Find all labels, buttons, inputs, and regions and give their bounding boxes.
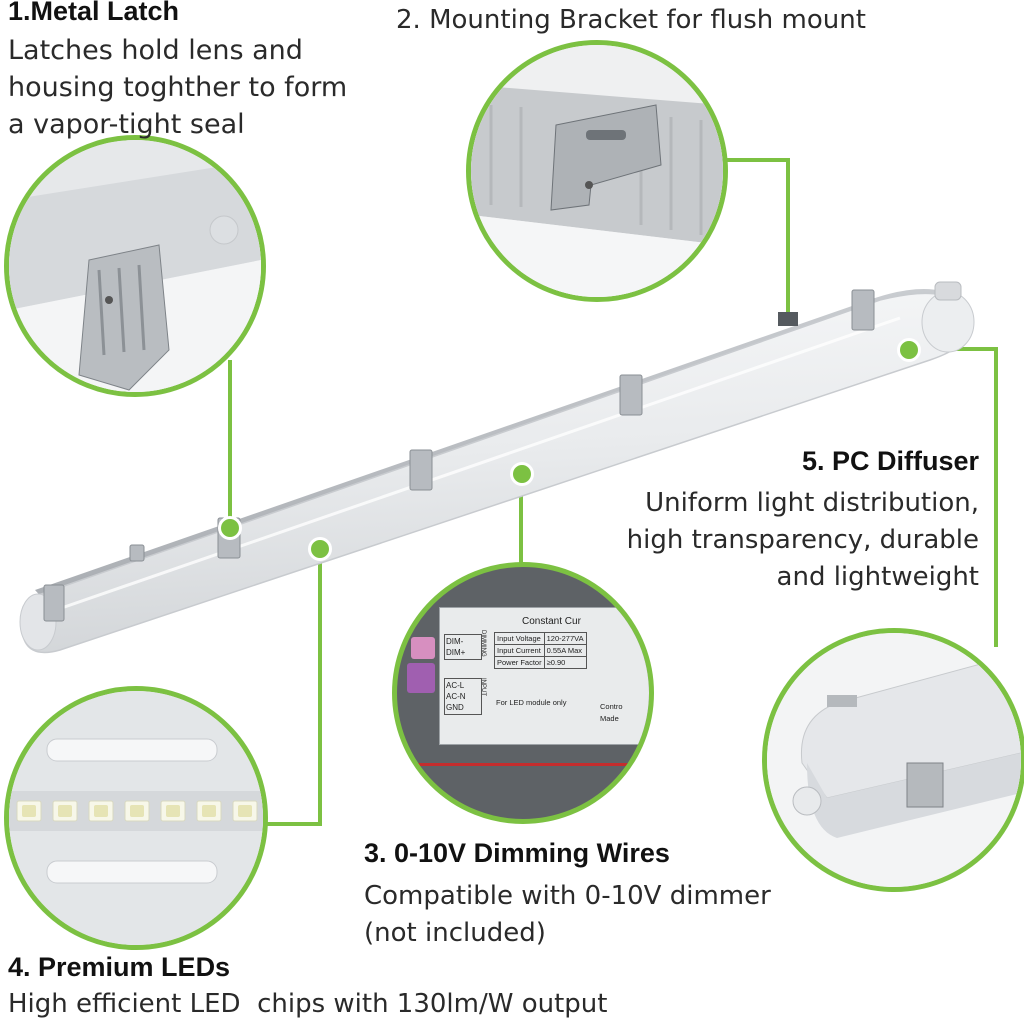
table-row: Input Current 0.55A Max — [494, 644, 587, 657]
diffuser-description: Uniform light distribution, high transpa… — [559, 485, 979, 596]
dot-diffuser — [897, 338, 921, 362]
gnd-label: GND — [446, 703, 464, 712]
spec-value: 120-277VA — [543, 632, 587, 645]
driver-note: For LED module only — [496, 698, 567, 707]
dimming-line-2: (not included) — [364, 918, 546, 948]
purple-wire-connector-icon — [407, 663, 435, 693]
input-side-label: INPUT — [480, 678, 486, 696]
leader-leds-v — [318, 546, 322, 826]
dim-minus-label: DIM- — [446, 637, 464, 646]
latch-description: Latches hold lens and housing toghther t… — [8, 32, 408, 143]
leader-dimming — [519, 474, 523, 566]
leader-bracket-v — [786, 158, 790, 316]
driver-detail-circle: Constant Cur DIM- DIM+ DIMMING AC-L AC-N… — [392, 562, 654, 824]
dimming-terminal-box: DIM- DIM+ — [444, 634, 482, 660]
diffuser-endcap-icon — [767, 633, 1021, 887]
spec-label: Input Voltage — [494, 632, 545, 645]
diffuser-line-1: Uniform light distribution, — [645, 488, 979, 518]
latch-line-1: Latches hold lens and — [8, 35, 303, 66]
dimming-description: Compatible with 0-10V dimmer (not includ… — [364, 878, 844, 952]
mounting-bracket-icon — [471, 45, 723, 297]
driver-contr: Contro — [600, 702, 623, 711]
ac-l-label: AC-L — [446, 681, 465, 690]
spec-label: Power Factor — [494, 656, 545, 669]
red-wire-icon — [417, 763, 649, 766]
leader-leds-h — [262, 822, 322, 826]
spec-label: Input Current — [494, 644, 545, 657]
spec-value: ≥0.90 — [543, 656, 587, 669]
led-detail-circle — [4, 686, 268, 950]
dimming-title: 3. 0-10V Dimming Wires — [364, 838, 670, 868]
dimming-line-1: Compatible with 0-10V dimmer — [364, 881, 771, 911]
bracket-title: 2. Mounting Bracket for flush mount — [396, 5, 866, 35]
dim-plus-label: DIM+ — [446, 648, 466, 657]
spec-value: 0.55A Max — [543, 644, 587, 657]
diffuser-line-3: and lightweight — [776, 562, 979, 592]
ac-n-label: AC-N — [446, 692, 466, 701]
pink-wire-connector-icon — [411, 637, 435, 659]
bracket-detail-circle — [466, 40, 728, 302]
endcap-detail-circle — [762, 628, 1024, 892]
latch-title: 1.Metal Latch — [8, 0, 180, 26]
leader-latch — [228, 360, 232, 532]
table-row: Power Factor ≥0.90 — [494, 656, 587, 669]
latch-line-3: a vapor-tight seal — [8, 109, 245, 140]
leader-bracket-h — [718, 158, 790, 162]
latch-detail-circle — [4, 135, 266, 397]
dimming-side-label: DIMMING — [480, 630, 486, 657]
driver-header: Constant Cur — [522, 616, 581, 627]
metal-latch-icon — [9, 140, 261, 392]
dot-leds — [308, 537, 332, 561]
latch-line-2: housing toghther to form — [8, 72, 348, 103]
leader-diffuser-v — [994, 347, 998, 647]
input-terminal-box: AC-L AC-N GND — [444, 678, 482, 715]
dot-latch — [218, 516, 242, 540]
leds-title: 4. Premium LEDs — [8, 952, 231, 982]
diffuser-line-2: high transparency, durable — [626, 525, 979, 555]
diffuser-title: 5. PC Diffuser — [801, 446, 979, 476]
table-row: Input Voltage 120-277VA — [494, 632, 587, 645]
driver-spec-table: Input Voltage 120-277VA Input Current 0.… — [494, 632, 587, 669]
led-chip-strip-icon — [9, 691, 263, 945]
driver-label-plate: Constant Cur DIM- DIM+ DIMMING AC-L AC-N… — [439, 607, 649, 745]
leds-description: High efficient LED chips with 130lm/W ou… — [8, 989, 608, 1019]
driver-made: Made — [600, 714, 619, 723]
dot-dimming — [510, 462, 534, 486]
